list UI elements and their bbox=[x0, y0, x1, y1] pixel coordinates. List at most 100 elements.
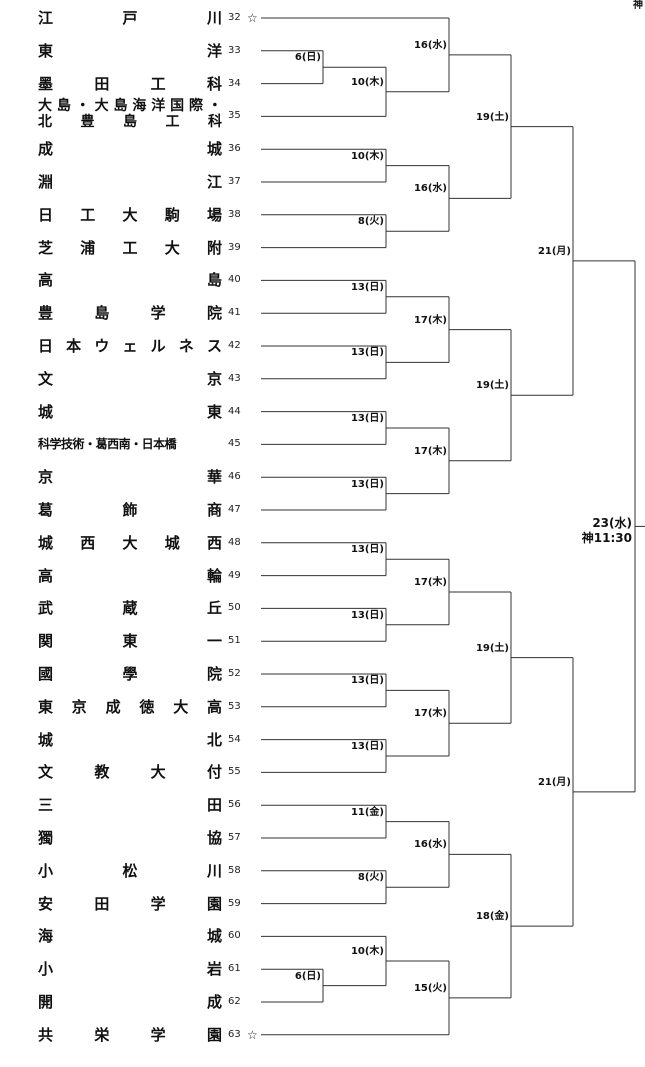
match-date-label: 11(金) bbox=[350, 806, 384, 818]
team-name-char: ・ bbox=[207, 98, 222, 115]
match-date-label: 8(火) bbox=[357, 872, 384, 884]
match-date-label: 19(土) bbox=[475, 380, 509, 392]
team-name-char: ル bbox=[150, 337, 166, 355]
team-name-char: 術 bbox=[72, 437, 85, 452]
team-name: 小岩 bbox=[38, 959, 222, 979]
team-name-char: 技 bbox=[61, 437, 73, 452]
team-seed: 33 bbox=[228, 44, 241, 56]
team-name-char: 武 bbox=[38, 599, 54, 618]
team-name-char: 京 bbox=[38, 468, 54, 487]
bye-star-icon: ☆ bbox=[247, 1027, 258, 1042]
team-name-char: 文 bbox=[38, 763, 54, 782]
team-name-line: 北豊島工科 bbox=[38, 114, 222, 130]
team-name-char: 島 bbox=[123, 114, 137, 131]
team-name: 城北 bbox=[38, 730, 222, 750]
bye-star-icon: ☆ bbox=[247, 11, 258, 25]
match-date-label: 10(木) bbox=[350, 76, 384, 88]
team-name-char: 西 bbox=[80, 533, 96, 552]
final-date: 23(水) bbox=[592, 516, 632, 530]
team-name-char: 川 bbox=[206, 861, 222, 880]
team-name-char: 院 bbox=[206, 304, 222, 323]
team-name-char: 工 bbox=[150, 74, 166, 93]
team-seed: 53 bbox=[228, 700, 241, 712]
team-name: 日工大駒場 bbox=[38, 205, 222, 225]
team-name: 安田学園 bbox=[38, 894, 222, 914]
team-name: 関東一 bbox=[38, 631, 222, 651]
corner-fragment: 神 bbox=[633, 0, 643, 11]
team-seed: 50 bbox=[228, 602, 241, 614]
team-name-char: 工 bbox=[165, 114, 180, 131]
match-date-label: 17(木) bbox=[413, 314, 447, 326]
team-name-char: 葛 bbox=[38, 501, 54, 519]
team-name-char: 科 bbox=[206, 74, 222, 93]
match-date-label: 21(月) bbox=[537, 245, 571, 257]
team-name-char: 學 bbox=[122, 665, 138, 683]
team-name-char: 城 bbox=[38, 402, 54, 421]
team-name: 墨田工科 bbox=[38, 74, 222, 94]
team-name-char: 華 bbox=[206, 468, 222, 487]
team-seed: 32 bbox=[228, 12, 241, 23]
team-name: 東京成徳大高 bbox=[38, 697, 222, 717]
match-date-label: 15(火) bbox=[413, 982, 447, 994]
team-name-char: 小 bbox=[38, 960, 54, 979]
team-name-char: 京 bbox=[71, 697, 87, 716]
team-name-char: 開 bbox=[38, 993, 54, 1011]
team-name: 三田 bbox=[38, 795, 222, 815]
team-name: 江戸川 bbox=[38, 8, 222, 28]
team-name-char: 東 bbox=[206, 402, 222, 421]
team-seed: 62 bbox=[228, 996, 241, 1007]
team-name-char: 豊 bbox=[38, 304, 54, 323]
team-name-char: 栄 bbox=[94, 1025, 110, 1044]
team-name-char: 徳 bbox=[139, 697, 155, 716]
match-date-label: 16(水) bbox=[413, 183, 447, 195]
team-name-char: 学 bbox=[150, 894, 166, 913]
team-name-char: 国 bbox=[170, 98, 185, 115]
match-date-label: 18(金) bbox=[475, 911, 509, 923]
team-name-char: 松 bbox=[122, 861, 138, 880]
team-seed: 43 bbox=[228, 372, 241, 384]
team-seed: 41 bbox=[228, 307, 241, 319]
team-seed: 52 bbox=[228, 668, 241, 679]
team-name: 武蔵丘 bbox=[38, 598, 222, 618]
match-date-label: 10(木) bbox=[350, 150, 384, 162]
team-seed: 44 bbox=[228, 405, 241, 417]
team-name-char: 海 bbox=[132, 98, 147, 115]
team-name-char: 大 bbox=[173, 697, 189, 716]
team-name-char: 東 bbox=[122, 632, 138, 651]
team-name-char: 城 bbox=[206, 927, 222, 946]
match-date-label: 19(土) bbox=[475, 642, 509, 654]
final-time: 神11:30 bbox=[581, 531, 632, 545]
team-seed: 39 bbox=[228, 241, 241, 253]
team-name-char: ・ bbox=[130, 437, 142, 452]
team-name-char: 葛 bbox=[95, 437, 108, 452]
match-date-label: 13(日) bbox=[350, 478, 384, 490]
team-name: 小松川 bbox=[38, 861, 222, 881]
team-seed: 61 bbox=[228, 963, 241, 975]
team-name: 高輪 bbox=[38, 566, 222, 586]
team-name-char: ス bbox=[206, 337, 222, 355]
team-name-char: 北 bbox=[38, 114, 52, 131]
team-name-char: ェ bbox=[122, 337, 138, 355]
team-name-char: ・ bbox=[84, 437, 96, 452]
team-name: 日本ウェルネス bbox=[38, 336, 222, 356]
match-date-label: 13(日) bbox=[350, 347, 384, 359]
team-name: 東洋 bbox=[38, 41, 222, 61]
team-name-char: ウ bbox=[94, 337, 110, 355]
team-name-char: 田 bbox=[94, 74, 110, 93]
team-name-char: 教 bbox=[94, 763, 110, 782]
team-name-char: 蔵 bbox=[122, 599, 138, 618]
team-seed: 37 bbox=[228, 176, 241, 187]
team-name-char: 海 bbox=[38, 927, 54, 946]
team-seed: 60 bbox=[228, 930, 241, 942]
team-name-char: 島 bbox=[206, 271, 222, 290]
team-seed: 48 bbox=[228, 536, 241, 548]
team-name-char: 淵 bbox=[38, 173, 54, 191]
team-name-char: 戸 bbox=[122, 9, 138, 27]
team-name-char: 大 bbox=[122, 205, 138, 224]
match-date-label: 6(日) bbox=[294, 52, 321, 64]
team-name: 共栄学園 bbox=[38, 1025, 222, 1045]
match-date-label: 17(木) bbox=[413, 445, 447, 457]
team-name-char: 飾 bbox=[122, 501, 138, 519]
team-name-char: 場 bbox=[206, 205, 222, 224]
